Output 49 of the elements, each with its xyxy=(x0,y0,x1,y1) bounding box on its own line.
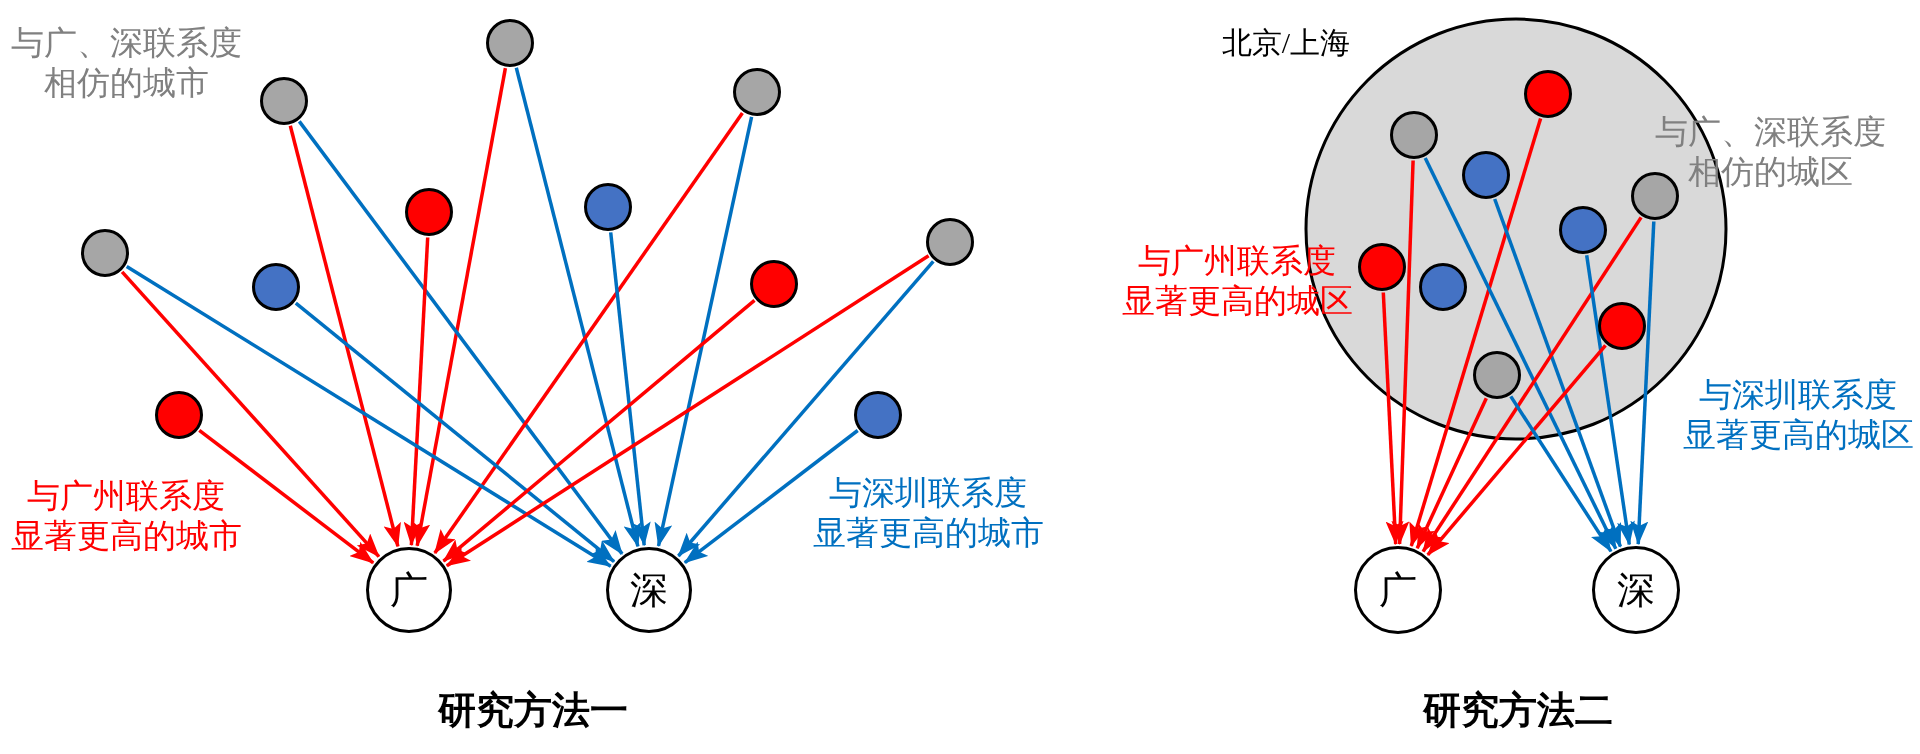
city-dot xyxy=(81,229,129,277)
annotation-text: 与深圳联系度显著更高的城市 xyxy=(812,474,1044,553)
method-title: 研究方法一 xyxy=(438,687,628,733)
arrow xyxy=(297,120,624,555)
annotation-text: 与广、深联系度相仿的城市 xyxy=(10,24,242,103)
arrow xyxy=(1423,157,1618,550)
arrow xyxy=(294,301,616,563)
annotation-text: 与深圳联系度显著更高的城区 xyxy=(1682,376,1914,455)
arrow xyxy=(445,254,930,568)
arrow xyxy=(514,67,641,548)
city-dot xyxy=(750,260,798,308)
city-circle: 深 xyxy=(606,547,692,633)
arrow xyxy=(1415,397,1488,550)
arrow xyxy=(654,116,754,547)
arrow xyxy=(412,67,508,547)
arrow xyxy=(1381,292,1404,546)
city-dot xyxy=(486,19,534,67)
city-dot xyxy=(854,391,902,439)
arrow xyxy=(442,299,756,563)
arrow xyxy=(433,111,744,555)
method-title: 研究方法二 xyxy=(1423,687,1613,733)
city-dot xyxy=(584,183,632,231)
arrow xyxy=(683,429,859,565)
arrow xyxy=(125,264,612,568)
arrow xyxy=(1391,160,1415,545)
arrow xyxy=(288,125,401,548)
city-circle: 深 xyxy=(1592,546,1680,634)
arrow xyxy=(608,232,651,547)
arrow xyxy=(198,429,375,565)
arrow xyxy=(1493,198,1623,548)
arrow xyxy=(1409,117,1543,547)
annotation-text: 与广州联系度显著更高的城市 xyxy=(10,477,242,556)
city-dot xyxy=(926,218,974,266)
city-circle: 广 xyxy=(366,547,452,633)
city-circle: 广 xyxy=(1354,546,1442,634)
city-dot xyxy=(260,77,308,125)
arrow xyxy=(403,237,430,547)
city-dot xyxy=(733,68,781,116)
arrow xyxy=(677,260,935,558)
arrow xyxy=(1426,344,1607,557)
city-dot xyxy=(405,188,453,236)
city-dot xyxy=(252,263,300,311)
region-label: 北京/上海 xyxy=(1221,24,1351,61)
arrow xyxy=(1421,216,1643,553)
arrow xyxy=(120,270,381,558)
arrow xyxy=(1630,221,1656,546)
arrow xyxy=(1584,254,1635,546)
arrow xyxy=(1509,395,1613,553)
city-dot xyxy=(155,391,203,439)
